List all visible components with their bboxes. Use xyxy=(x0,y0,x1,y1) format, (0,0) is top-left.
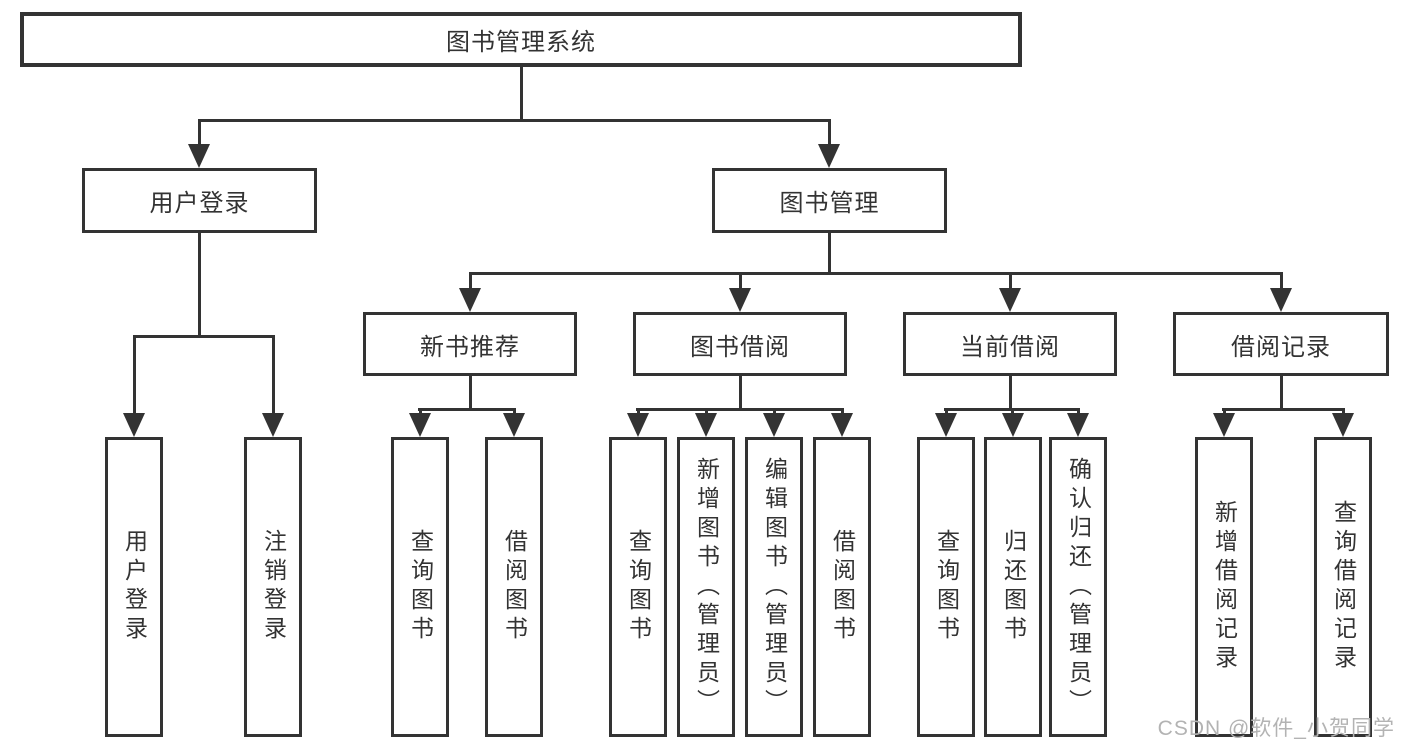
arrowhead-user-login xyxy=(188,144,210,168)
arrowhead-br-leaf2 xyxy=(1332,413,1354,437)
node-return-book: 归还图书 xyxy=(984,437,1042,737)
node-library-system: 图书管理系统 xyxy=(20,12,1022,67)
node-current-borrow: 当前借阅 xyxy=(903,312,1117,376)
connector-level3-split xyxy=(469,272,1283,275)
arrowhead-bb-leaf1 xyxy=(627,413,649,437)
connector-to-book-borrow xyxy=(739,272,742,292)
connector-new-books-split xyxy=(418,408,516,411)
node-book-management: 图书管理 xyxy=(712,168,947,233)
node-logout-leaf: 注销登录 xyxy=(244,437,302,737)
connector-to-new-books xyxy=(469,272,472,292)
arrowhead-book-borrow xyxy=(729,288,751,312)
arrowhead-bb-leaf3 xyxy=(763,413,785,437)
node-add-borrow-record: 新增借阅记录 xyxy=(1195,437,1253,737)
connector-current-borrow-down xyxy=(1009,376,1012,411)
watermark: CSDN @软件_小贺同学 xyxy=(1157,717,1395,740)
node-add-book-admin: 新增图书（管理员） xyxy=(677,437,735,737)
node-user-login-leaf: 用户登录 xyxy=(105,437,163,737)
arrowhead-current-borrow xyxy=(999,288,1021,312)
connector-user-login-down xyxy=(198,233,201,338)
node-edit-book-admin: 编辑图书（管理员） xyxy=(745,437,803,737)
arrowhead-bb-leaf2 xyxy=(695,413,717,437)
arrowhead-cb-leaf2 xyxy=(1002,413,1024,437)
arrowhead-borrow-records xyxy=(1270,288,1292,312)
node-borrow-books-borrow: 借阅图书 xyxy=(813,437,871,737)
node-user-login: 用户登录 xyxy=(82,168,317,233)
node-confirm-return-admin: 确认归还（管理员） xyxy=(1049,437,1107,737)
connector-new-books-down xyxy=(469,376,472,411)
arrowhead-nb-leaf1 xyxy=(409,413,431,437)
connector-to-login-leaf xyxy=(133,335,136,417)
node-book-borrow: 图书借阅 xyxy=(633,312,847,376)
node-query-borrow-record: 查询借阅记录 xyxy=(1314,437,1372,737)
connector-to-logout-leaf xyxy=(272,335,275,417)
arrowhead-book-mgmt xyxy=(818,144,840,168)
arrowhead-br-leaf1 xyxy=(1213,413,1235,437)
connector-to-borrow-records xyxy=(1280,272,1283,292)
arrowhead-nb-leaf2 xyxy=(503,413,525,437)
node-borrow-records: 借阅记录 xyxy=(1173,312,1389,376)
node-borrow-books-newbooks: 借阅图书 xyxy=(485,437,543,737)
arrowhead-new-books xyxy=(459,288,481,312)
arrowhead-cb-leaf3 xyxy=(1067,413,1089,437)
connector-to-user-login xyxy=(198,119,201,149)
arrowhead-login-leaf xyxy=(123,413,145,437)
connector-root-down xyxy=(520,67,523,122)
node-query-books-borrow: 查询图书 xyxy=(609,437,667,737)
arrowhead-cb-leaf1 xyxy=(935,413,957,437)
connector-book-borrow-split xyxy=(636,408,844,411)
connector-book-mgmt-down xyxy=(828,233,831,275)
node-query-books-newbooks: 查询图书 xyxy=(391,437,449,737)
connector-level2-split xyxy=(198,119,831,122)
arrowhead-bb-leaf4 xyxy=(831,413,853,437)
node-new-book-recommend: 新书推荐 xyxy=(363,312,577,376)
connector-login-split xyxy=(133,335,275,338)
node-query-books-current: 查询图书 xyxy=(917,437,975,737)
connector-to-current-borrow xyxy=(1009,272,1012,292)
connector-to-book-mgmt xyxy=(828,119,831,149)
arrowhead-logout-leaf xyxy=(262,413,284,437)
connector-borrow-records-split xyxy=(1222,408,1345,411)
connector-borrow-records-down xyxy=(1280,376,1283,411)
connector-book-borrow-down xyxy=(739,376,742,411)
